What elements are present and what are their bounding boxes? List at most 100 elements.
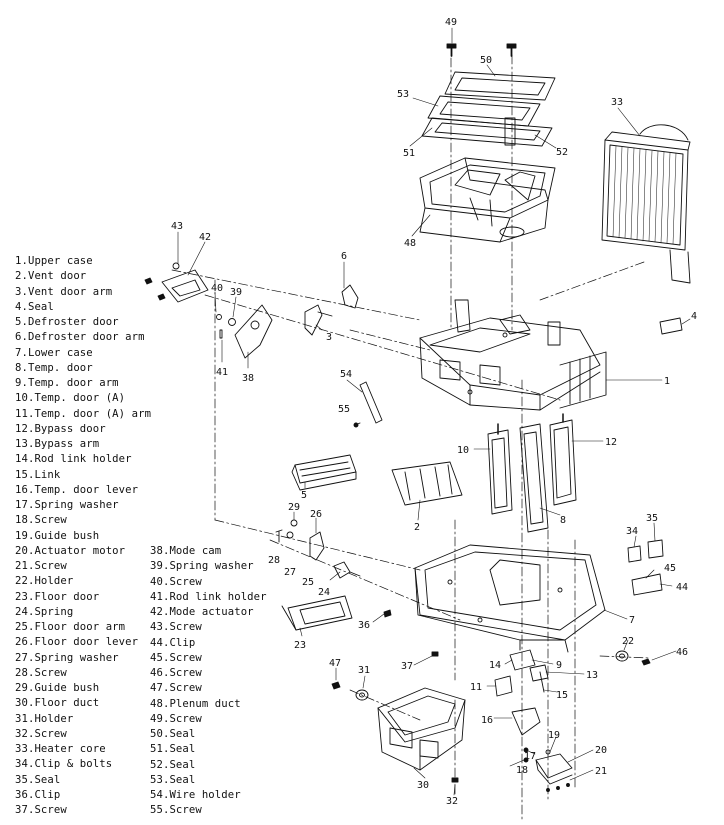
callout-27: 27: [284, 567, 296, 578]
lower-case-7: [414, 544, 606, 653]
callout-16: 16: [481, 715, 493, 726]
callout-37: 37: [401, 661, 413, 672]
legend-item-name: Spring washer: [34, 651, 119, 664]
legend-item-name: Temp. door arm: [27, 377, 119, 389]
legend-item: 13.Bypass arm: [15, 437, 151, 452]
callout-40: 40: [211, 283, 223, 294]
leader-lines: [177, 27, 691, 796]
legend-item-number: 7.: [15, 346, 28, 359]
temp-door-8: [519, 423, 549, 533]
legend-item-number: 30.: [15, 697, 35, 710]
callout-41: 41: [216, 367, 228, 378]
legend-item-number: 18.: [15, 514, 35, 527]
seal-4: [659, 317, 683, 335]
legend-item-name: Screw: [169, 621, 202, 634]
legend-item: 37.Screw: [15, 803, 151, 818]
legend-item-name: Vent door arm: [27, 285, 113, 298]
legend-item-name: Seal: [27, 300, 54, 313]
callout-24: 24: [318, 587, 330, 598]
callout-15: 15: [556, 690, 568, 701]
callout-46: 46: [676, 647, 688, 658]
callout-48: 48: [404, 238, 416, 249]
callout-7: 7: [629, 615, 635, 626]
legend-item-number: 3.: [15, 285, 28, 298]
callout-44: 44: [676, 582, 688, 593]
legend-item-number: 52.: [150, 758, 170, 771]
legend-item-number: 2.: [15, 270, 28, 283]
legend-item-name: Spring washer: [169, 560, 254, 573]
callout-47: 47: [329, 658, 341, 669]
legend-item-number: 39.: [150, 560, 170, 573]
legend-item-number: 1.: [15, 255, 28, 267]
legend-item: 25.Floor door arm: [15, 620, 151, 635]
legend-item: 6.Defroster door arm: [15, 330, 151, 345]
legend-item-number: 38.: [150, 545, 170, 557]
callout-42: 42: [199, 232, 211, 243]
legend-item-name: Defroster door: [27, 316, 119, 328]
legend-item: 30.Floor duct: [15, 696, 151, 711]
defroster-door-5: [291, 454, 357, 491]
callout-43: 43: [171, 221, 183, 232]
legend-item-name: Temp. door (A) arm: [34, 407, 152, 420]
legend-item-number: 44.: [150, 636, 170, 649]
legend-item-number: 28.: [15, 666, 35, 679]
legend-item-name: Screw: [34, 666, 67, 679]
legend-item-number: 19.: [15, 529, 35, 542]
legend-item-name: Rod link holder: [34, 453, 132, 466]
callout-33: 33: [611, 97, 623, 108]
legend-item-number: 46.: [150, 667, 170, 679]
callout-3: 3: [326, 332, 332, 343]
legend-item: 54.Wire holder: [150, 788, 267, 803]
legend-item-name: Seal: [169, 773, 196, 786]
legend-item-number: 17.: [15, 499, 35, 511]
legend-item: 36.Clip: [15, 788, 151, 803]
callout-4: 4: [691, 311, 697, 322]
legend-item-name: Lower case: [27, 346, 93, 359]
legend-item-number: 48.: [150, 697, 170, 710]
legend-item-number: 21.: [15, 560, 35, 572]
legend-item: 11.Temp. door (A) arm: [15, 407, 151, 422]
callout-28: 28: [268, 555, 280, 566]
callout-labels: 49 50 53 51 52 33 48 6 43 42 40 39 4 3 4…: [171, 17, 697, 807]
legend-item: 2.Vent door: [15, 269, 151, 284]
legend-item-number: 36.: [15, 788, 35, 801]
legend-item-name: Clip: [34, 788, 61, 801]
legend-item: 27.Spring washer: [15, 651, 151, 666]
legend-item: 15.Link: [15, 468, 151, 483]
legend-item: 35.Seal: [15, 773, 151, 788]
legend-item-number: 40.: [150, 575, 170, 588]
legend-item: 17.Spring washer: [15, 498, 151, 513]
legend-item: 23.Floor door: [15, 590, 151, 605]
legend-item-number: 20.: [15, 544, 35, 557]
door-linkages-9-16: [494, 649, 549, 736]
bypass-door-12: [549, 413, 577, 506]
legend-item-name: Screw: [34, 560, 67, 572]
callout-31: 31: [358, 665, 370, 676]
callout-49: 49: [445, 17, 457, 28]
legend-item-name: Plenum duct: [169, 697, 241, 710]
legend-item-number: 10.: [15, 392, 35, 405]
clip-44: [631, 573, 663, 596]
legend-item: 14.Rod link holder: [15, 452, 151, 467]
legend-item: 49.Screw: [150, 712, 267, 727]
legend-item: 44.Clip: [150, 636, 267, 651]
legend-item: 7.Lower case: [15, 346, 151, 361]
callout-26: 26: [310, 509, 322, 520]
clip-34-seal-35: [627, 539, 664, 563]
legend-item-name: Rod link holder: [169, 590, 267, 603]
legend-item-name: Screw: [169, 651, 202, 664]
callout-8: 8: [560, 515, 566, 526]
callout-53: 53: [397, 89, 409, 100]
holder-22: [615, 650, 651, 666]
callout-50: 50: [480, 55, 492, 66]
callout-29: 29: [288, 502, 300, 513]
legend-item-number: 15.: [15, 468, 35, 481]
legend-item-number: 24.: [15, 605, 35, 618]
holder-31: [331, 681, 369, 701]
defroster-door-arm-6: [341, 284, 359, 309]
legend-item: 34.Clip & bolts: [15, 757, 151, 772]
legend-item-number: 45.: [150, 651, 170, 664]
legend-item-number: 16.: [15, 483, 35, 496]
legend-item-number: 8.: [15, 361, 28, 374]
